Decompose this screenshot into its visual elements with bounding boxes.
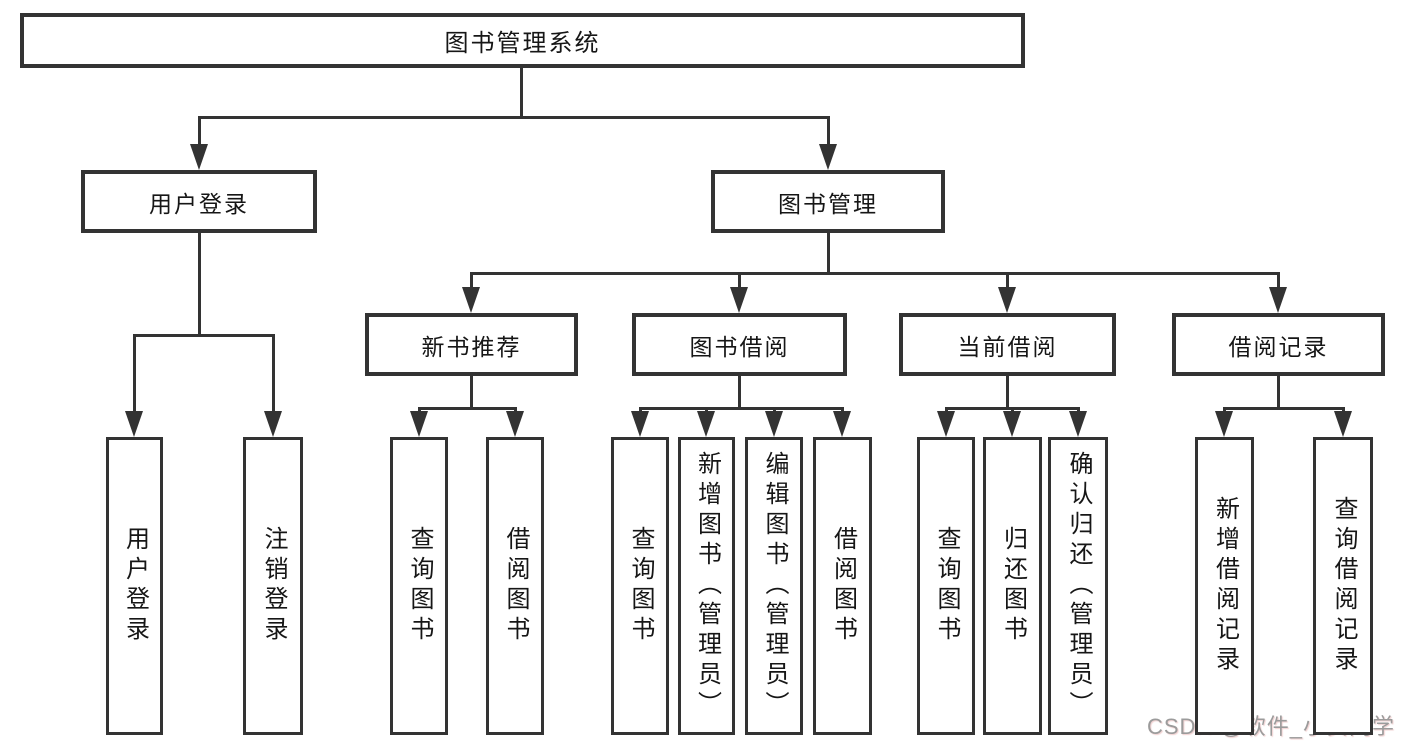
node-label-new-book-rec: 新书推荐 [421,333,522,360]
connector-drop [737,273,741,293]
node-leaf-nbr-borrow: 借阅图书 [486,437,544,735]
arrowhead-down-icon [264,411,282,437]
node-new-book-rec: 新书推荐 [365,313,578,376]
arrowhead-down-icon [833,411,851,437]
node-book-borrow: 图书借阅 [632,313,847,376]
node-label-user-login: 用户登录 [149,190,249,217]
node-label-leaf-br-query: 查询借阅记录 [1330,496,1357,676]
arrowhead-down-icon [998,287,1016,313]
node-label-current-borrow: 当前借阅 [957,333,1058,360]
arrowhead-down-icon [1069,411,1087,437]
node-leaf-bb-borrow: 借阅图书 [813,437,872,735]
node-leaf-bb-add: 新增图书（管理员） [678,437,735,735]
connector-stem-fan-book-borrow [737,376,741,408]
node-label-leaf-nbr-borrow: 借阅图书 [502,526,529,646]
connector-drop [469,273,473,293]
node-leaf-bb-query: 查询图书 [611,437,669,735]
connector-bus-fan-new-book [417,406,517,410]
node-label-root: 图书管理系统 [444,30,601,57]
connector-drop [826,117,830,150]
arrowhead-down-icon [462,287,480,313]
connector-stem-fan-root [519,68,523,117]
node-label-leaf-nbr-query: 查询图书 [406,526,433,646]
node-borrow-records: 借阅记录 [1172,313,1385,376]
arrowhead-down-icon [190,144,208,170]
node-leaf-user-login: 用户登录 [106,437,163,735]
connector-drop [132,335,136,417]
node-label-leaf-bb-query: 查询图书 [627,526,654,646]
node-leaf-cb-return: 归还图书 [983,437,1042,735]
node-label-leaf-cb-confirm: 确认归还（管理员） [1065,451,1092,721]
node-root: 图书管理系统 [20,13,1025,68]
connector-stem-fan-borrow-records [1276,376,1280,408]
arrowhead-down-icon [819,144,837,170]
node-leaf-cb-confirm: 确认归还（管理员） [1048,437,1108,735]
node-label-leaf-bb-add: 新增图书（管理员） [693,451,721,721]
node-label-leaf-br-add: 新增借阅记录 [1211,496,1239,676]
node-label-book-mgmt: 图书管理 [778,190,878,217]
connector-stem-fan-book-mgmt [826,233,830,273]
node-leaf-logout: 注销登录 [243,437,303,735]
connector-bus-fan-book-mgmt [469,271,1280,275]
arrowhead-down-icon [937,411,955,437]
node-leaf-nbr-query: 查询图书 [390,437,448,735]
connector-bus-fan-root [197,115,830,119]
node-leaf-br-query: 查询借阅记录 [1313,437,1373,735]
node-user-login: 用户登录 [81,170,317,233]
arrowhead-down-icon [631,411,649,437]
node-label-leaf-cb-return: 归还图书 [999,526,1027,646]
node-leaf-bb-edit: 编辑图书（管理员） [745,437,803,735]
connector-stem-fan-user-login [197,233,201,335]
arrowhead-down-icon [697,411,715,437]
node-leaf-cb-query: 查询图书 [917,437,975,735]
arrowhead-down-icon [1269,287,1287,313]
arrowhead-down-icon [765,411,783,437]
node-label-leaf-logout: 注销登录 [260,526,287,646]
node-label-leaf-bb-edit: 编辑图书（管理员） [761,451,788,721]
connector-drop [271,335,275,417]
arrowhead-down-icon [410,411,428,437]
arrowhead-down-icon [506,411,524,437]
node-label-borrow-records: 借阅记录 [1228,333,1329,360]
arrowhead-down-icon [1215,411,1233,437]
connector-drop [1276,273,1280,293]
arrowhead-down-icon [1003,411,1021,437]
connector-bus-fan-user-login [132,333,275,337]
arrowhead-down-icon [125,411,143,437]
connector-drop [1005,273,1009,293]
node-label-book-borrow: 图书借阅 [689,333,790,360]
arrowhead-down-icon [1334,411,1352,437]
connector-stem-fan-new-book [469,376,473,408]
arrowhead-down-icon [730,287,748,313]
connector-bus-fan-book-borrow [638,406,844,410]
node-label-leaf-bb-borrow: 借阅图书 [829,526,857,646]
node-label-leaf-user-login: 用户登录 [121,526,149,646]
node-leaf-br-add: 新增借阅记录 [1195,437,1254,735]
connector-bus-fan-borrow-records [1222,406,1345,410]
connector-drop [197,117,201,150]
node-label-leaf-cb-query: 查询图书 [933,526,960,646]
connector-stem-fan-current-borrow [1005,376,1009,408]
node-current-borrow: 当前借阅 [899,313,1116,376]
node-book-mgmt: 图书管理 [711,170,945,233]
